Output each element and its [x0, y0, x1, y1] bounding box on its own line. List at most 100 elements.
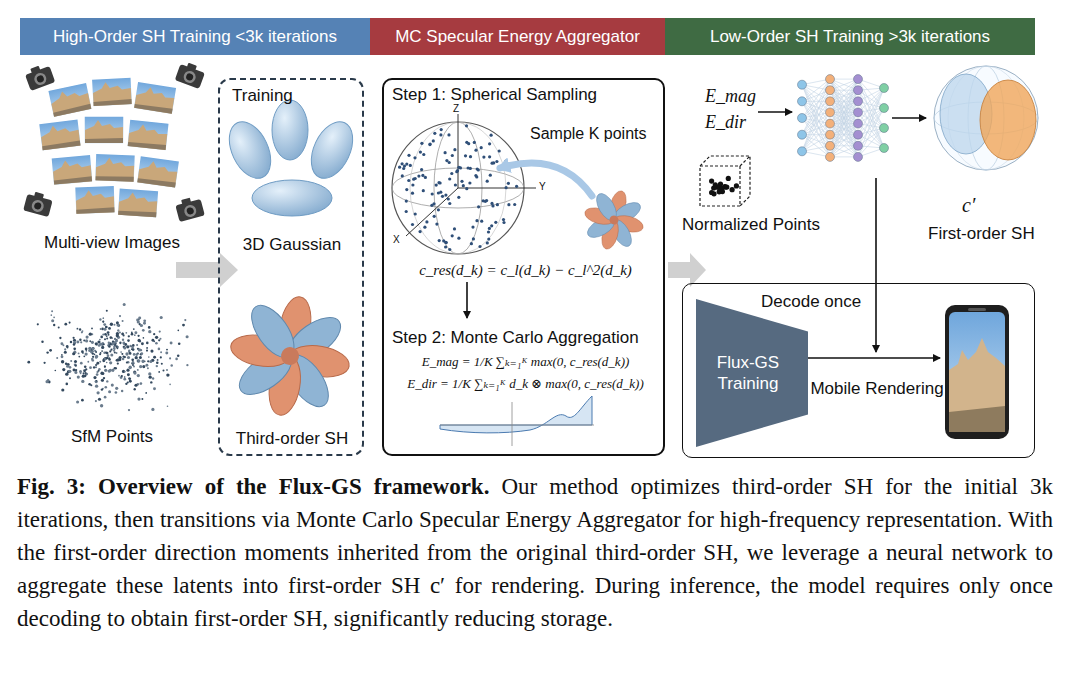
- sample-point: [491, 204, 494, 207]
- sample-point: [439, 191, 442, 194]
- sfm-point: [105, 386, 108, 389]
- sfm-point: [103, 358, 106, 361]
- illustration-part: [949, 338, 1005, 432]
- sfm-point: [50, 314, 52, 316]
- sfm-point: [137, 339, 140, 342]
- sfm-point: [156, 362, 159, 365]
- sfm-point: [186, 335, 189, 338]
- input-arrow: [758, 111, 792, 113]
- sample-point: [472, 237, 475, 240]
- sfm-point: [125, 332, 127, 334]
- sample-point: [432, 202, 435, 205]
- sfm-point: [101, 379, 103, 381]
- box-label: Training: [232, 86, 293, 106]
- sfm-point: [79, 339, 81, 341]
- sfm-point: [148, 372, 151, 375]
- sfm-point: [161, 363, 163, 365]
- sfm-point: [143, 319, 146, 322]
- sfm-point: [106, 380, 108, 382]
- sfm-point: [76, 341, 79, 344]
- net-neuron: [854, 97, 863, 106]
- sample-point: [504, 160, 507, 163]
- illustration-part: [133, 81, 177, 115]
- first-order-sh-sphere: [934, 66, 1038, 170]
- sfm-point: [137, 374, 140, 377]
- sfm-point: [148, 330, 151, 333]
- illustration-part: [458, 114, 459, 188]
- sfm-point: [146, 342, 149, 345]
- sfm-point: [82, 330, 84, 332]
- box-label: 3D Gaussian: [243, 235, 341, 255]
- sfm-point: [167, 405, 169, 407]
- illustration-part: [117, 188, 159, 219]
- sfm-point: [101, 328, 104, 331]
- formula: E_mag = 1/K ∑ₖ₌₁ᴷ max(0, c_res(d_k)): [422, 354, 630, 370]
- sfm-point: [62, 344, 64, 346]
- sfm-point: [169, 384, 171, 386]
- sfm-point: [104, 369, 107, 372]
- sfm-point: [137, 369, 139, 371]
- sfm-point: [119, 331, 121, 333]
- sfm-point: [106, 362, 108, 364]
- phase-title: MC Specular Energy Aggregator: [395, 27, 640, 47]
- sfm-point: [106, 310, 108, 312]
- sample-point: [494, 221, 497, 224]
- box-label: Mobile Rendering: [810, 379, 943, 399]
- illustration-part: [440, 396, 592, 433]
- sfm-point: [148, 326, 151, 329]
- sfm-point: [62, 368, 65, 371]
- sfm-point: [139, 356, 142, 359]
- sample-point: [398, 166, 401, 169]
- sfm-point: [113, 345, 115, 347]
- sample-point: [477, 168, 480, 171]
- sample-point: [435, 184, 438, 187]
- sfm-point: [129, 366, 132, 369]
- sample-point: [441, 195, 444, 198]
- sfm-point: [120, 351, 122, 353]
- sfm-point: [91, 328, 93, 330]
- normalized-point: [713, 182, 718, 187]
- sample-point: [505, 186, 508, 189]
- sfm-point: [131, 331, 133, 333]
- sfm-point: [166, 349, 168, 351]
- sfm-point: [121, 390, 124, 393]
- sample-point: [428, 143, 431, 146]
- sfm-point: [104, 365, 106, 367]
- multi-view-photos: [38, 77, 179, 218]
- sfm-point: [99, 318, 101, 320]
- sfm-point: [85, 372, 87, 374]
- sfm-point: [153, 387, 156, 390]
- sfm-point: [61, 354, 63, 356]
- sfm-point: [68, 370, 71, 373]
- sfm-point: [80, 341, 82, 343]
- sfm-point: [116, 332, 119, 335]
- sfm-point: [153, 356, 156, 359]
- sample-point: [433, 215, 436, 218]
- illustration-part: [949, 312, 1005, 432]
- sample-point: [439, 133, 442, 136]
- illustration-part: [398, 124, 518, 251]
- sfm-point: [95, 364, 97, 366]
- sample-point: [477, 205, 480, 208]
- sfm-point: [115, 367, 117, 369]
- sfm-point: [65, 363, 67, 365]
- sfm-point: [115, 387, 118, 390]
- net-link: [830, 79, 858, 135]
- sfm-point: [101, 343, 104, 346]
- net-neuron: [880, 124, 889, 133]
- sfm-point: [134, 388, 136, 390]
- sample-point: [429, 143, 432, 146]
- sfm-point: [133, 372, 136, 375]
- illustration-part: [95, 153, 136, 182]
- sfm-point: [117, 358, 120, 361]
- sfm-point: [160, 356, 162, 358]
- sample-point: [487, 238, 490, 241]
- illustration-part: [700, 166, 740, 206]
- sfm-point: [103, 358, 105, 360]
- sfm-point: [139, 365, 142, 368]
- sfm-point: [85, 368, 87, 370]
- sfm-point: [127, 356, 130, 359]
- sfm-point: [95, 343, 98, 346]
- sfm-point: [156, 365, 158, 367]
- sfm-point: [61, 355, 64, 358]
